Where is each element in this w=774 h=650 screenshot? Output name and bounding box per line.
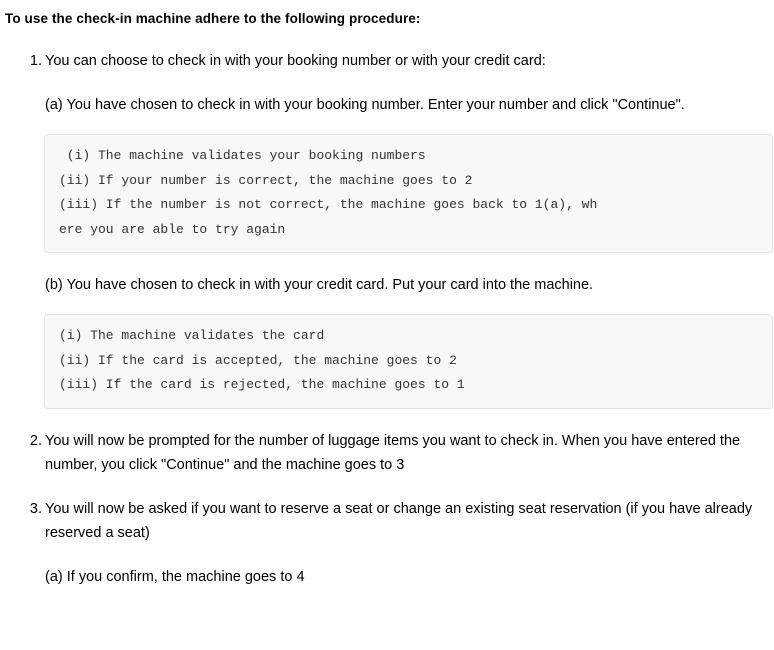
code-line: (ii) If your number is correct, the mach… — [59, 172, 473, 188]
list-item-text-3: You will now be asked if you want to res… — [45, 500, 753, 541]
code-line: (i) The machine validates the card — [59, 328, 325, 343]
code-block-credit-card-validation: (i) The machine validates the card (ii) … — [44, 314, 773, 409]
list-item-step-1: 1. You can choose to check in with your … — [5, 49, 773, 409]
list-marker-1: 1. — [29, 53, 42, 69]
code-line: ere you are able to try again — [59, 221, 286, 237]
list-marker-3: 3. — [29, 500, 42, 517]
sub-paragraph-1a: (a) You have chosen to check in with you… — [45, 97, 685, 113]
procedure-list: 1. You can choose to check in with your … — [5, 49, 773, 589]
code-line: (iii) If the card is rejected, the machi… — [59, 377, 465, 392]
list-item-text-1: You can choose to check in with your boo… — [45, 53, 546, 69]
document-page: To use the check-in machine adhere to th… — [5, 11, 773, 589]
sub-paragraph-3a: (a) If you confirm, the machine goes to … — [45, 568, 305, 585]
code-line: (iii) If the number is not correct, the … — [59, 197, 598, 212]
list-item-text-2: You will now be prompted for the number … — [45, 432, 741, 473]
code-line: (i) The machine validates your booking n… — [59, 148, 426, 163]
list-marker-2: 2. — [29, 432, 42, 449]
code-block-booking-number-validation: (i) The machine validates your booking n… — [44, 134, 773, 253]
sub-paragraph-1b: (b) You have chosen to check in with you… — [45, 277, 594, 293]
code-line: (ii) If the card is accepted, the machin… — [59, 352, 457, 368]
list-item-step-3: 3. You will now be asked if you want to … — [5, 497, 770, 589]
list-item-step-2: 2. You will now be prompted for the numb… — [5, 429, 770, 477]
page-title: To use the check-in machine adhere to th… — [5, 11, 421, 26]
